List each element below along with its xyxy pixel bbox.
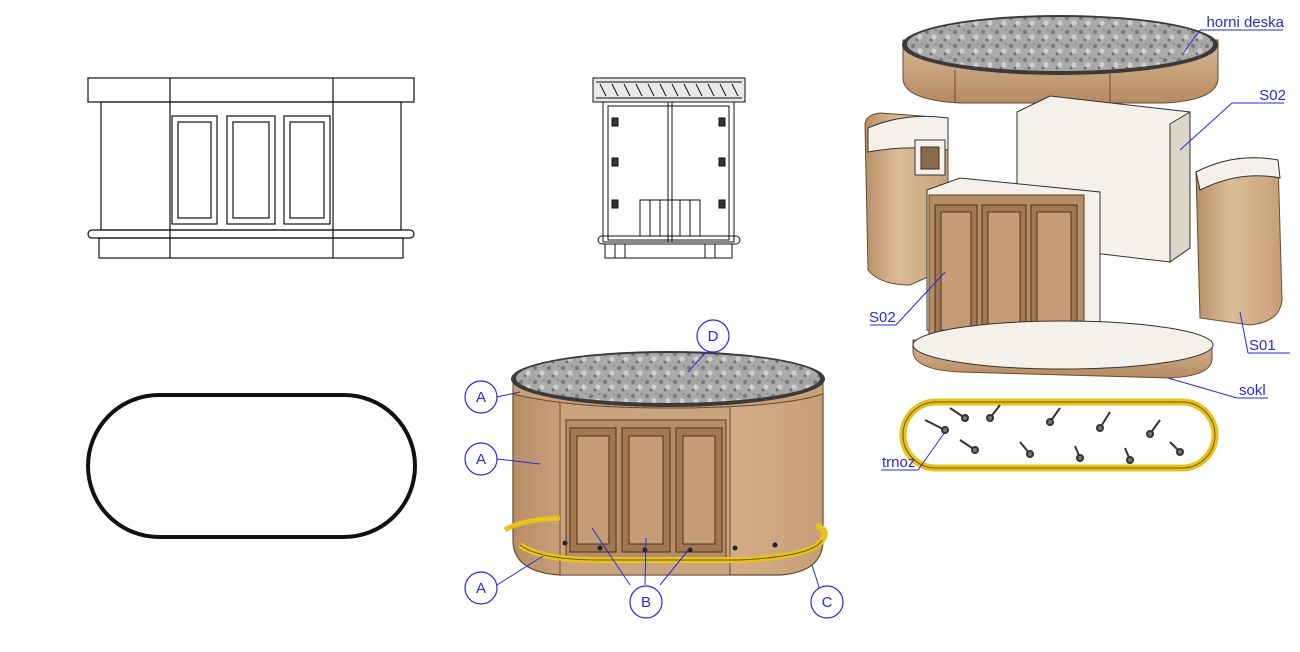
svg-text:B: B bbox=[641, 594, 651, 611]
callout-horni-deska: horni deska bbox=[1206, 14, 1284, 31]
balloon-c: C bbox=[810, 585, 844, 619]
balloon-a-top: A bbox=[464, 380, 498, 414]
exploded-isometric-view bbox=[864, 15, 1283, 472]
plan-view-footrest bbox=[86, 393, 417, 539]
callout-s02-front: S02 bbox=[869, 309, 896, 326]
side-section-view bbox=[592, 77, 746, 259]
front-elevation-view bbox=[87, 77, 415, 259]
svg-text:A: A bbox=[476, 580, 486, 597]
svg-text:A: A bbox=[476, 389, 486, 406]
svg-text:D: D bbox=[708, 328, 719, 345]
callout-trnoz: trnoz bbox=[882, 454, 915, 471]
balloon-a-bottom: A bbox=[464, 571, 498, 605]
assembled-isometric-view bbox=[503, 351, 828, 576]
callout-sokl: sokl bbox=[1239, 382, 1266, 399]
bubble-leaders bbox=[496, 351, 821, 591]
svg-text:C: C bbox=[822, 594, 833, 611]
callout-s01: S01 bbox=[1249, 337, 1276, 354]
balloon-d: D bbox=[696, 319, 730, 353]
callout-leaders bbox=[870, 29, 1290, 471]
callout-s02-back: S02 bbox=[1259, 87, 1286, 104]
svg-text:A: A bbox=[476, 451, 486, 468]
balloon-a-middle: A bbox=[464, 442, 498, 476]
balloon-b: B bbox=[629, 585, 663, 619]
